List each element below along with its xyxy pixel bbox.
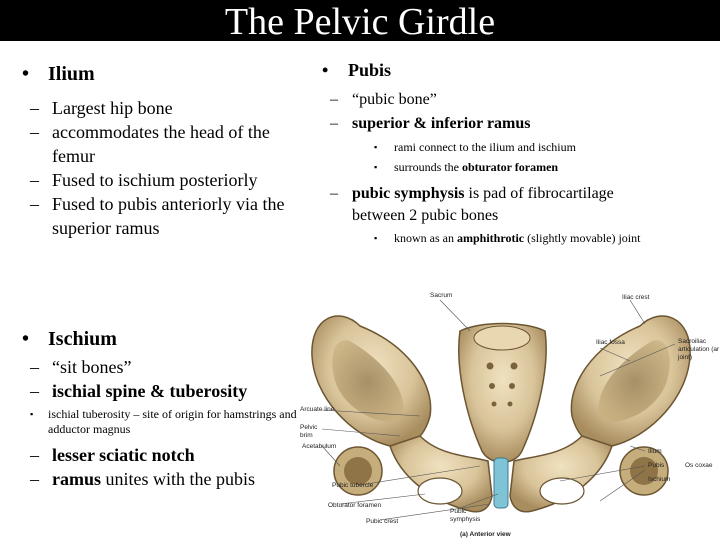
label-ilium: Ilium xyxy=(648,448,662,455)
ilium-item-3: –Fused to ischium posteriorly xyxy=(30,170,258,190)
left-iliac-fossa-shape xyxy=(332,340,404,422)
pubis-sub-1: ▪rami connect to the ilium and ischium xyxy=(374,140,576,154)
ischium-section: •Ischium –“sit bones” –ischial spine & t… xyxy=(22,325,302,491)
label-iliac-fossa: Iliac fossa xyxy=(596,339,625,346)
left-column: •Ilium –Largest hip bone –accommodates t… xyxy=(22,60,302,240)
label-sacrum: Sacrum xyxy=(430,292,453,299)
label-pubic-crest: Pubic crest xyxy=(366,518,399,525)
ischium-heading: •Ischium xyxy=(22,328,117,350)
ilium-item-4: –Fused to pubis anteriorly via the super… xyxy=(30,194,285,238)
pubis-item-3: –pubic symphysis is pad of fibrocartilag… xyxy=(330,185,614,224)
label-pelvic-brim: Pelvic brim xyxy=(300,424,318,439)
ilium-item-1: –Largest hip bone xyxy=(30,98,173,118)
sacral-foramina xyxy=(486,362,518,407)
pubis-heading: •Pubis xyxy=(322,60,392,80)
sacral-promontory-shape xyxy=(473,325,531,351)
pubis-sub-3: ▪known as an amphithrotic (slightly mova… xyxy=(374,231,641,245)
label-pubic-tubercle: Pubic tubercle xyxy=(332,482,374,489)
pubis-sub-2: ▪surrounds the obturator foramen xyxy=(374,160,559,174)
ischium-item-3: –lesser sciatic notch xyxy=(30,445,195,465)
label-pubis: Pubis xyxy=(648,462,665,469)
slide-title: The Pelvic Girdle xyxy=(224,1,496,43)
label-pubic-symphysis: Pubic symphysis xyxy=(450,508,481,523)
ischium-sub-1: ▪ischial tuberosity – site of origin for… xyxy=(30,407,297,436)
sacrum-shape xyxy=(458,322,547,463)
label-sacroiliac: Sacroiliac articulation (ar joint) xyxy=(678,338,720,361)
label-iliac-crest: Iliac crest xyxy=(622,294,650,301)
title-bar xyxy=(0,0,720,41)
label-arcuate-line: Arcuate line xyxy=(300,406,335,413)
right-column: •Pubis –“pubic bone” –superior & inferio… xyxy=(322,58,662,246)
label-ischium: Ischium xyxy=(648,476,671,483)
leader-lines xyxy=(321,299,676,521)
pubic-symphysis-shape xyxy=(493,457,509,509)
ischium-item-4: –ramus unites with the pubis xyxy=(30,469,255,489)
pelvis-illustration xyxy=(311,299,691,521)
left-obturator-foramen-shape xyxy=(417,477,463,505)
label-obturator-foramen: Obturator foramen xyxy=(328,502,382,509)
label-os-coxae: Os coxae xyxy=(685,462,713,469)
ischium-item-2: –ischial spine & tuberosity xyxy=(30,381,248,401)
ilium-item-2: –accommodates the head of the femur xyxy=(30,122,270,166)
right-iliac-fossa-shape xyxy=(598,340,670,422)
pubis-item-2: –superior & inferior ramus xyxy=(330,115,531,132)
right-obturator-foramen-shape xyxy=(539,477,585,505)
pubis-item-1: –“pubic bone” xyxy=(330,91,437,108)
figure-caption: (a) Anterior view xyxy=(460,531,511,538)
ilium-heading: •Ilium xyxy=(22,63,95,85)
right-pubis-ischium-shape xyxy=(509,435,613,513)
label-acetabulum: Acetabulum xyxy=(302,443,337,450)
pelvis-figure: Sacrum Iliac crest Iliac fossa Sacroilia… xyxy=(300,286,720,540)
left-pubis-ischium-shape xyxy=(389,435,493,513)
ischium-item-1: –“sit bones” xyxy=(30,357,132,377)
